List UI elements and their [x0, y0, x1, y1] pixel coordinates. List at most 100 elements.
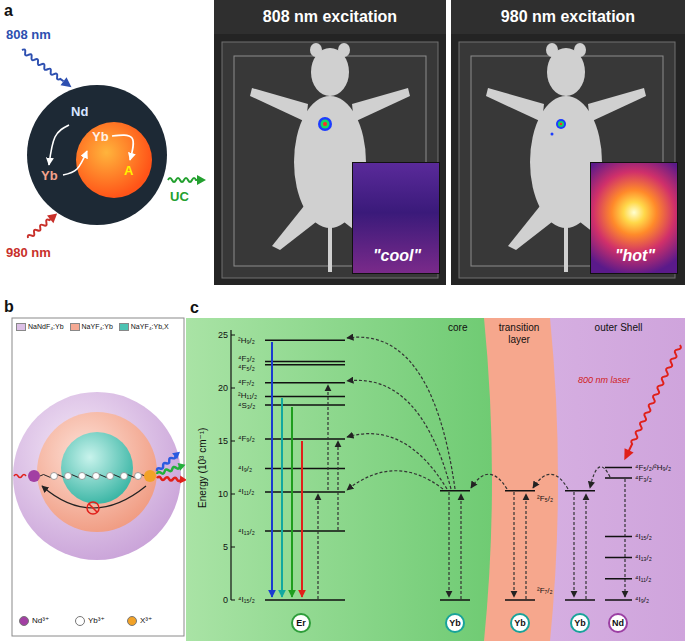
- mouse-photo: [451, 0, 685, 285]
- ion-label: A: [124, 164, 133, 179]
- nanoparticle: [14, 475, 26, 478]
- mouse-body: [250, 88, 308, 122]
- legend-swatch: [119, 323, 129, 331]
- yb-ion: [65, 473, 72, 480]
- inset-label: "cool": [373, 247, 421, 265]
- transfer-arrows: [460, 494, 461, 599]
- ion-circle: Er: [291, 613, 311, 633]
- mouse-body: [547, 48, 585, 96]
- mouse-body: [352, 88, 410, 122]
- energy-level-label: ⁴I₁₅/₂: [238, 595, 255, 604]
- band-label: transition layer: [490, 322, 548, 345]
- tick-label: 10: [218, 489, 228, 499]
- legend-swatch: [75, 616, 85, 626]
- shell-band: YbNdouter Shell: [552, 318, 685, 641]
- yb-levels: [440, 491, 595, 600]
- energy-level-label: ⁴F₉/₂: [238, 434, 255, 443]
- nanoparticle: [37, 412, 157, 532]
- legend-label: Yb³⁺: [88, 616, 105, 625]
- legend-label: NaYF₄:Yb: [82, 323, 113, 331]
- er-levels: [265, 340, 345, 600]
- photo-header: 980 nm excitation: [451, 0, 685, 34]
- nanoparticle: [42, 486, 146, 508]
- mouse-body: [328, 224, 332, 272]
- mouse-photo: [558, 121, 564, 127]
- energy-level-label: ⁴I₉/₂: [238, 464, 252, 473]
- ion-label: Yb: [41, 169, 58, 184]
- thermal-inset: "cool": [352, 162, 440, 274]
- energy-diagram: [291, 407, 293, 597]
- mouse-photo: [321, 120, 330, 129]
- legend-label: Nd³⁺: [32, 616, 49, 625]
- transfer-arrows: [327, 385, 328, 490]
- emission-beam: [157, 465, 181, 475]
- yb-ion: [93, 473, 100, 480]
- energy-level-label: ²H₁₁/₂: [238, 391, 257, 400]
- mouse-photo: [318, 117, 332, 131]
- wave-808: [21, 48, 65, 82]
- ion-circle: [511, 614, 529, 632]
- core-band: ErYbcore: [186, 318, 484, 641]
- transfer-arrows: [471, 474, 507, 489]
- transfer-arrows: [448, 492, 449, 597]
- yb-ion: [107, 473, 114, 480]
- ion-circle: Yb: [570, 613, 590, 633]
- energy-level-label: ⁴I₁₁/₂: [635, 574, 651, 583]
- mouse-body: [311, 48, 349, 96]
- yb-ion: [121, 473, 128, 480]
- wave-uc: [168, 178, 198, 182]
- transfer-arrow: [49, 125, 69, 165]
- shell-circle: YbANdYb: [27, 85, 167, 225]
- photo-header: 808 nm excitation: [214, 0, 446, 34]
- nanoparticle: [144, 470, 156, 482]
- energy-level-label: ⁴F₅/₂: [238, 363, 255, 372]
- nanoparticle: [14, 475, 26, 478]
- transfer-arrows: [347, 471, 443, 490]
- ion-circle: [446, 614, 464, 632]
- tick-label: 20: [218, 383, 228, 393]
- band-label: core: [448, 322, 467, 334]
- mouse-photo: [556, 119, 566, 129]
- excitation-waves: [19, 46, 206, 242]
- emission-beam: [157, 474, 187, 484]
- mouse-photo: [214, 0, 446, 285]
- nanoparticle: [87, 502, 99, 514]
- emission-beam: [156, 461, 187, 478]
- panel-letter: c: [190, 299, 199, 317]
- nanoparticle: [12, 318, 187, 636]
- legend-label: NaYF₄:Yb,X: [131, 323, 169, 331]
- transfer-arrows: [533, 474, 568, 489]
- wavelength-label: 808 nm: [6, 28, 51, 43]
- transfer-arrows: [573, 492, 574, 597]
- ion-label: Yb: [92, 130, 109, 145]
- legend-swatch: [19, 616, 29, 626]
- energy-level-label: ⁴S₃/₂: [238, 401, 255, 410]
- energy-level-label: ²H₉/₂: [238, 336, 255, 345]
- laser-wave: [620, 448, 634, 462]
- tick-label: 15: [218, 436, 228, 446]
- ion-circle: [609, 614, 627, 632]
- energy-diagram: [271, 342, 273, 597]
- panel-letter: b: [4, 298, 14, 316]
- core-circle-shape: [76, 122, 152, 198]
- energy-level-label: ⁴F₅/₂/²H₉/₂: [635, 463, 671, 472]
- nanoparticle: [89, 504, 97, 512]
- laser-wave: [620, 343, 685, 463]
- energy-diagram: [186, 318, 685, 641]
- yb-ion: [51, 473, 58, 480]
- mouse-body: [508, 206, 552, 250]
- emission-beam: [172, 449, 183, 460]
- wave-808: [61, 77, 75, 91]
- legend-label: X³⁺: [140, 616, 152, 625]
- ion-label: Nd: [612, 618, 624, 628]
- laser-label: 800 nm laser: [578, 375, 630, 385]
- legend-swatch: [70, 323, 80, 331]
- energy-level-label: ⁴I₉/₂: [635, 595, 649, 604]
- transfer-arrows: [337, 441, 338, 530]
- ion-label: Yb: [514, 618, 526, 628]
- ion-circle: Nd: [608, 613, 628, 633]
- thermal-inset: "hot": [590, 162, 678, 274]
- mouse-photo: [451, 0, 685, 285]
- energy-diagram: [230, 330, 231, 600]
- ion-label: Yb: [574, 618, 586, 628]
